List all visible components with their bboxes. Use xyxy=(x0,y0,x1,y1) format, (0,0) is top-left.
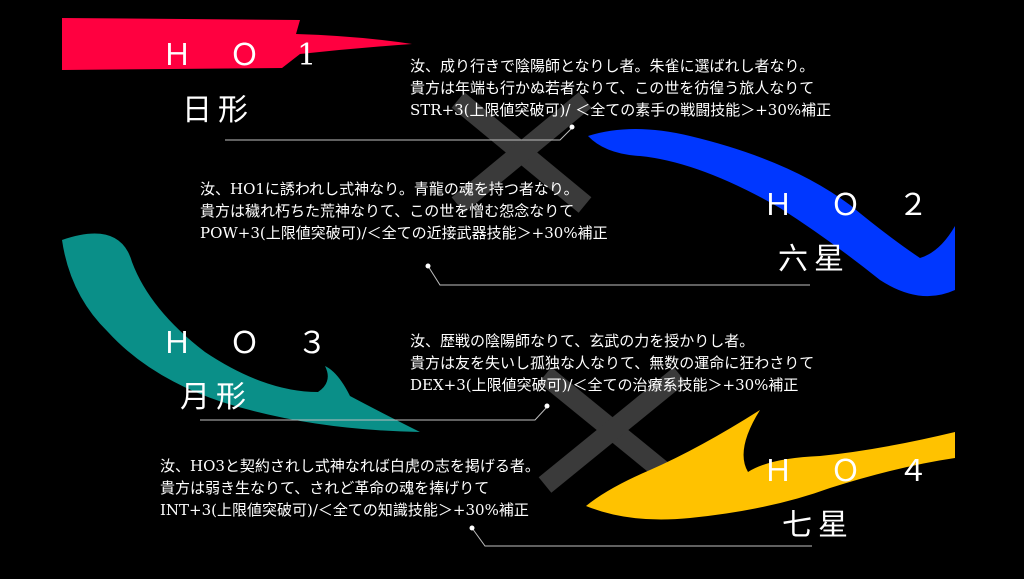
ho1-red-brush xyxy=(62,18,412,70)
connector-lines xyxy=(200,127,812,547)
ho2-name: 六星 xyxy=(778,242,850,277)
ho3-code: Ｈ Ｏ ３ xyxy=(162,326,342,361)
ho2-blue-brush xyxy=(588,129,955,297)
ho3-teal-brush xyxy=(62,233,420,432)
ho4-code: Ｈ Ｏ ４ xyxy=(763,454,943,489)
ho4-line-2: 貴方は弱き生なりて、されど革命の魂を捧げりて xyxy=(160,479,490,497)
ho3-dot xyxy=(544,403,550,409)
ho2-description: 汝、HO1に誘われし式神なり。青龍の魂を持つ者なり。 貴方は穢れ朽ちた荒神なりて… xyxy=(200,178,608,244)
ho3-line-2: 貴方は友を失いし孤独な人なりて、無数の運命に狂わさりて xyxy=(410,354,815,372)
ho1-line-2: 貴方は年端も行かぬ若者なりて、この世を彷徨う旅人なりて xyxy=(410,79,815,97)
ho1-line-1: 汝、成り行きで陰陽師となりし者。朱雀に選ばれし者なり。 xyxy=(410,57,815,75)
ho4-yellow-brush xyxy=(586,410,955,520)
ho2-rule xyxy=(427,265,810,286)
ho3-line-1: 汝、歴戦の陰陽師なりて、玄武の力を授かりし者。 xyxy=(410,332,755,350)
ho1-name: 日形 xyxy=(182,93,254,128)
cross-mark-upper xyxy=(451,92,592,213)
ho1-code: Ｈ Ｏ 1 xyxy=(162,38,331,73)
ho3-rule xyxy=(200,406,548,421)
ho3-name: 月形 xyxy=(180,380,252,415)
ho4-rule xyxy=(471,527,812,547)
ho2-dot xyxy=(425,263,431,269)
ho1-rule xyxy=(225,127,573,141)
ho3-description: 汝、歴戦の陰陽師なりて、玄武の力を授かりし者。 貴方は友を失いし孤独な人なりて、… xyxy=(410,330,814,396)
ho1-dot xyxy=(569,124,575,130)
ho2-line-3: POW+3(上限値突破可)/＜全ての近接武器技能＞+30%補正 xyxy=(200,224,608,242)
ho2-line-2: 貴方は穢れ朽ちた荒神なりて、この世を憎む怨念なりて xyxy=(200,202,575,220)
ho1-description: 汝、成り行きで陰陽師となりし者。朱雀に選ばれし者なり。 貴方は年端も行かぬ若者な… xyxy=(410,55,831,121)
ho4-dot xyxy=(469,525,475,531)
ho4-line-3: INT+3(上限値突破可)/＜全ての知識技能＞+30%補正 xyxy=(160,501,529,519)
ho1-line-3: STR+3(上限値突破可)/ ＜全ての素手の戦闘技能＞+30%補正 xyxy=(410,101,832,119)
ho2-line-1: 汝、HO1に誘われし式神なり。青龍の魂を持つ者なり。 xyxy=(200,180,579,198)
ho4-line-1: 汝、HO3と契約されし式神なれば白虎の志を掲げる者。 xyxy=(160,457,540,475)
ho4-description: 汝、HO3と契約されし式神なれば白虎の志を掲げる者。 貴方は弱き生なりて、されど… xyxy=(160,455,540,521)
ho4-name: 七星 xyxy=(782,508,854,543)
ho2-code: Ｈ Ｏ ２ xyxy=(763,188,943,223)
connector-dots xyxy=(425,124,575,531)
ho3-line-3: DEX+3(上限値突破可)/＜全ての治療系技能＞+30%補正 xyxy=(410,376,799,394)
